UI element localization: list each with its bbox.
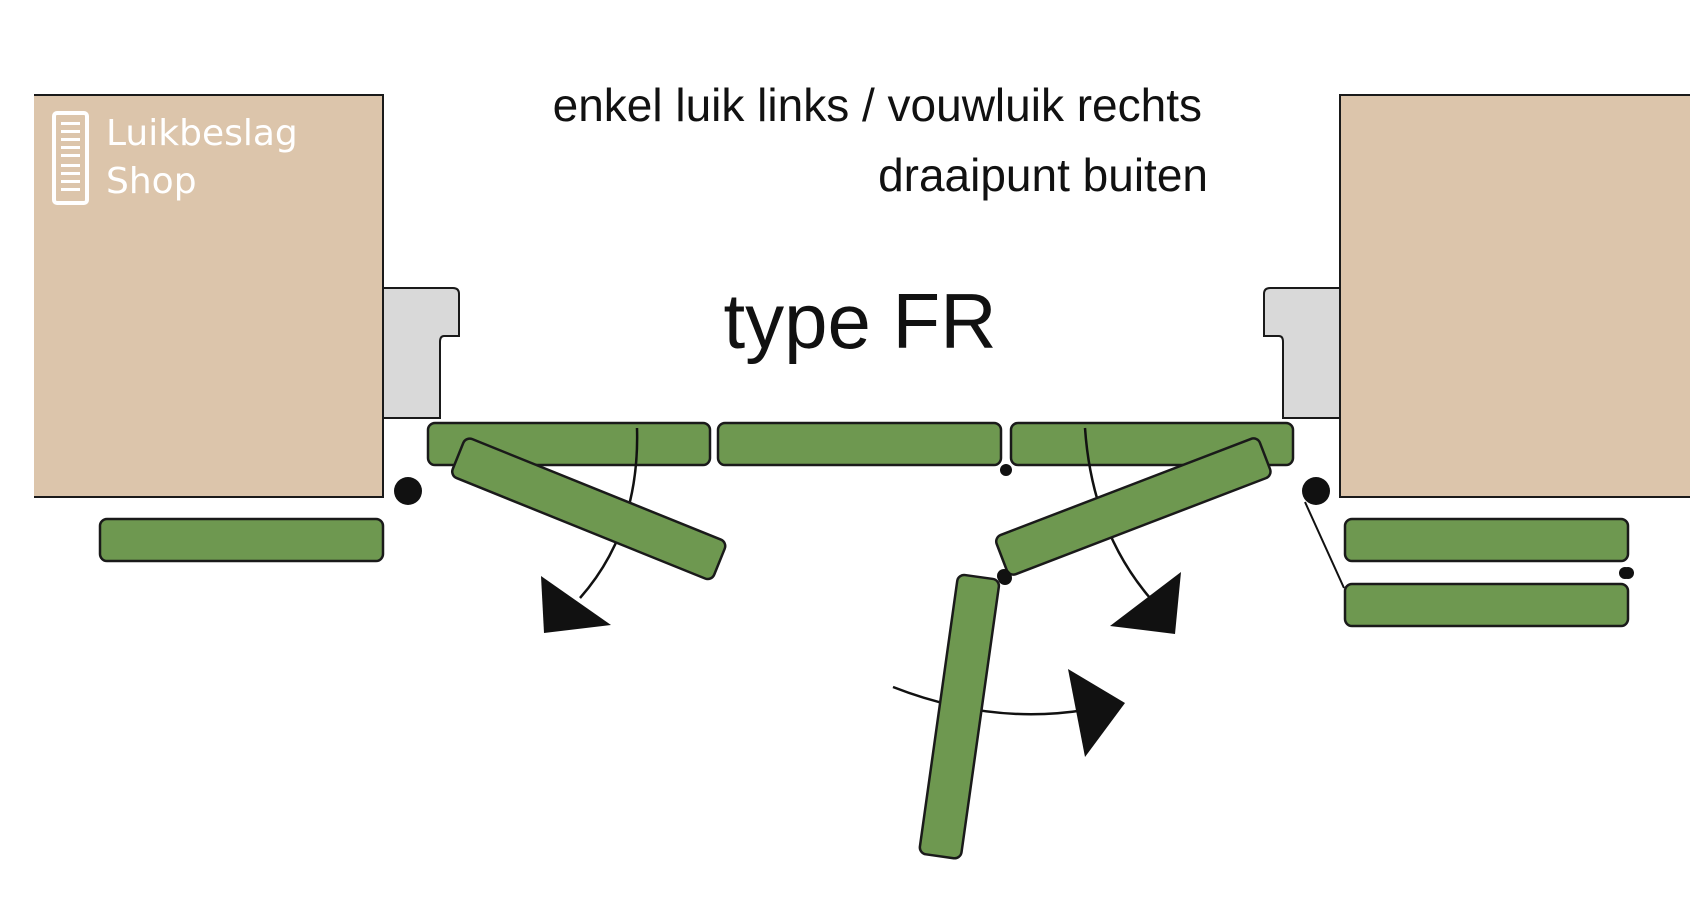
fold-swing-arc xyxy=(892,685,1086,716)
left-window-frame xyxy=(382,287,460,419)
right-hinge xyxy=(1302,477,1330,505)
right-shutter-stored-inner xyxy=(1343,582,1630,628)
left-swing-arrowhead xyxy=(541,576,611,633)
fold-hinge-closed xyxy=(1000,464,1012,476)
closed-shutter-middle xyxy=(716,421,1003,467)
left-shutter-stored xyxy=(98,517,385,563)
fold-swing-arrowhead xyxy=(1068,669,1125,757)
stored-fold-hinge xyxy=(1622,567,1634,579)
diagram-title-line1: enkel luik links / vouwluik rechts xyxy=(553,79,1202,131)
right-swing-arrowhead xyxy=(1110,572,1181,634)
right-shutter-stored-outer xyxy=(1343,517,1630,563)
fold-hinge-swing xyxy=(997,569,1011,583)
fold-link-line xyxy=(1304,501,1345,589)
logo-text-line1: Luikbeslag xyxy=(106,113,298,154)
right-wall xyxy=(1339,94,1690,498)
right-window-frame xyxy=(1263,287,1341,419)
logo-text-line2: Shop xyxy=(106,161,197,202)
diagram-title-line2: draaipunt buiten xyxy=(878,149,1208,201)
folded-leaf-swinging xyxy=(918,573,1001,860)
left-hinge xyxy=(394,477,422,505)
type-label: type FR xyxy=(723,277,996,365)
shutter-icon xyxy=(52,111,89,205)
right-shutter-swinging xyxy=(994,437,1272,576)
left-shutter-swinging xyxy=(450,437,727,581)
